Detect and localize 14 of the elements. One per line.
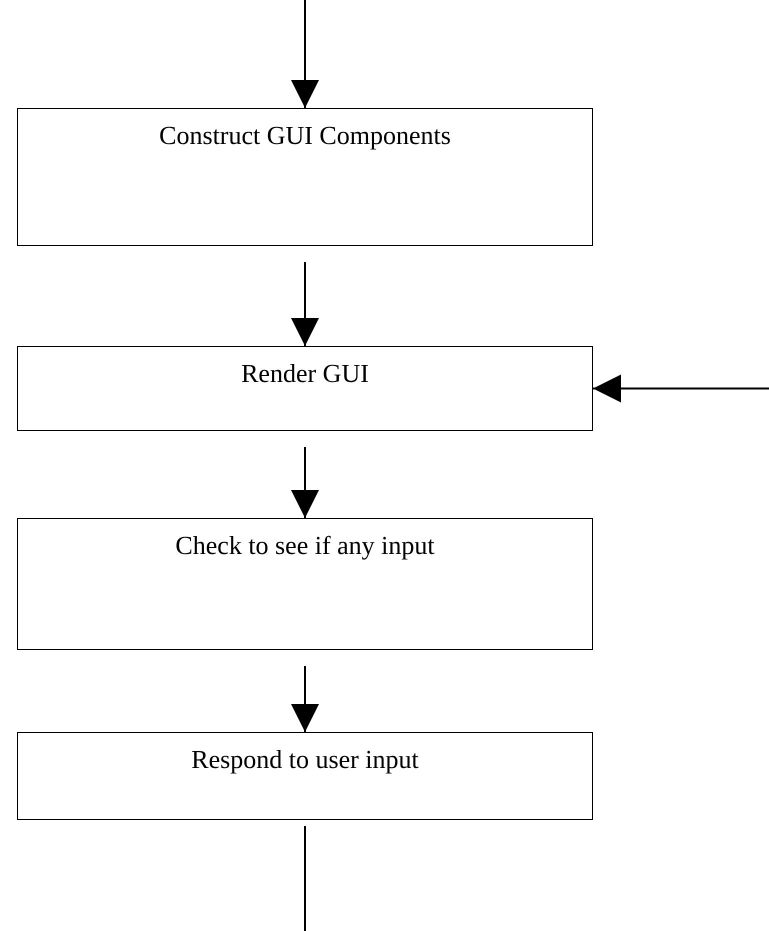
arrow bbox=[291, 447, 319, 518]
process-box bbox=[17, 732, 593, 820]
box-label: Respond to user input bbox=[191, 745, 419, 775]
arrow bbox=[593, 374, 769, 402]
arrow bbox=[291, 262, 319, 346]
arrow bbox=[291, 666, 319, 732]
arrow bbox=[291, 0, 319, 108]
connector-line bbox=[304, 826, 306, 931]
process-box bbox=[17, 518, 593, 650]
box-label: Check to see if any input bbox=[175, 531, 435, 561]
process-box bbox=[17, 108, 593, 246]
process-box bbox=[17, 346, 593, 431]
box-label: Construct GUI Components bbox=[159, 121, 451, 151]
box-label: Render GUI bbox=[241, 359, 369, 389]
